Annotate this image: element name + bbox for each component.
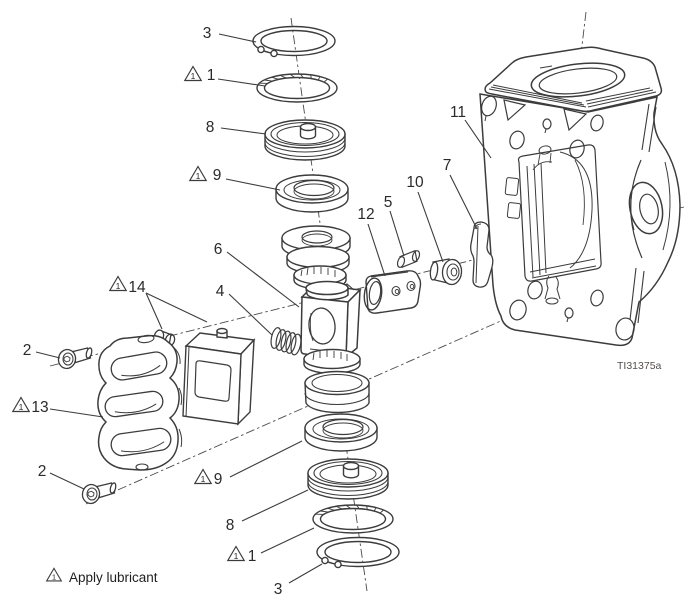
o-ring-bottom: [312, 504, 394, 534]
lubricant-triangle-14: 1: [109, 275, 127, 292]
callout-1-top: 1: [207, 67, 216, 84]
callout-3-bottom: 3: [274, 581, 283, 598]
triangle-number: 1: [196, 171, 201, 181]
callout-2-lower: 2: [38, 463, 47, 480]
lubricant-triangle-9-bottom: 1: [194, 468, 212, 485]
leader-lines: [35, 33, 492, 584]
detent-cam-block: [182, 327, 256, 426]
callout-6: 6: [214, 241, 223, 258]
snap-ring-bottom: [316, 536, 400, 569]
callout-7: 7: [443, 157, 452, 174]
callout-1-bottom: 1: [248, 548, 257, 565]
detent-spring: [270, 327, 302, 356]
callout-14: 14: [128, 279, 146, 296]
valve-piston-spool: [281, 225, 351, 290]
callout-3-top: 3: [203, 25, 212, 42]
lubricant-triangle-1-bottom: 1: [227, 545, 245, 562]
lubricant-triangle-13: 1: [12, 396, 30, 413]
lip-seal-bottom: [304, 413, 378, 452]
cover-plate: [97, 334, 183, 471]
legend: 1 Apply lubricant: [46, 567, 158, 585]
pilot-collar: [363, 270, 422, 314]
valve-plate: [479, 46, 681, 347]
triangle-number: 1: [19, 402, 24, 412]
triangle-number: 1: [191, 71, 196, 81]
pilot-pin: [396, 249, 421, 269]
screw-lower: [80, 481, 118, 506]
callout-5: 5: [384, 194, 393, 211]
valve-cavity: [504, 144, 602, 305]
piston-cup-top: [264, 119, 346, 161]
socket-screw: [429, 258, 463, 286]
valve-block: [300, 280, 362, 360]
o-ring-top: [256, 73, 338, 103]
legend-text: Apply lubricant: [69, 570, 158, 585]
figure-id: TI31375a: [617, 360, 662, 372]
callout-10: 10: [406, 174, 424, 191]
plate-top-flange: [484, 46, 663, 113]
triangle-number: 1: [234, 551, 239, 561]
triangle-number: 1: [52, 573, 56, 582]
callout-8-bottom: 8: [226, 517, 235, 534]
callout-2-upper: 2: [23, 342, 32, 359]
screw-upper: [56, 346, 94, 371]
lubricant-triangle-1-top: 1: [184, 65, 202, 82]
callout-12: 12: [357, 206, 374, 223]
lip-seal-top: [275, 174, 349, 213]
callout-8-top: 8: [206, 119, 215, 136]
lubricant-triangles: 1 1 1 1 1 1: [12, 65, 245, 562]
callout-9-bottom: 9: [214, 471, 223, 488]
triangle-number: 1: [201, 474, 206, 484]
lower-piston-discs: [303, 348, 370, 414]
triangle-number: 1: [116, 281, 121, 291]
lubricant-triangle-9-top: 1: [189, 165, 207, 182]
detent-toggle: [470, 221, 494, 288]
callout-9-top: 9: [213, 167, 222, 184]
callout-11: 11: [450, 104, 466, 121]
callout-labels: 3 1 8 9 6 4 12 5 10 7 11 14 2 13 2 9 8 1…: [23, 25, 466, 598]
piston-cup-bottom: [307, 458, 389, 500]
callout-13: 13: [31, 399, 48, 416]
legend-lubricant-symbol: 1: [46, 567, 62, 582]
axis-lower-diagonal: [85, 315, 513, 505]
callout-4: 4: [216, 283, 225, 300]
